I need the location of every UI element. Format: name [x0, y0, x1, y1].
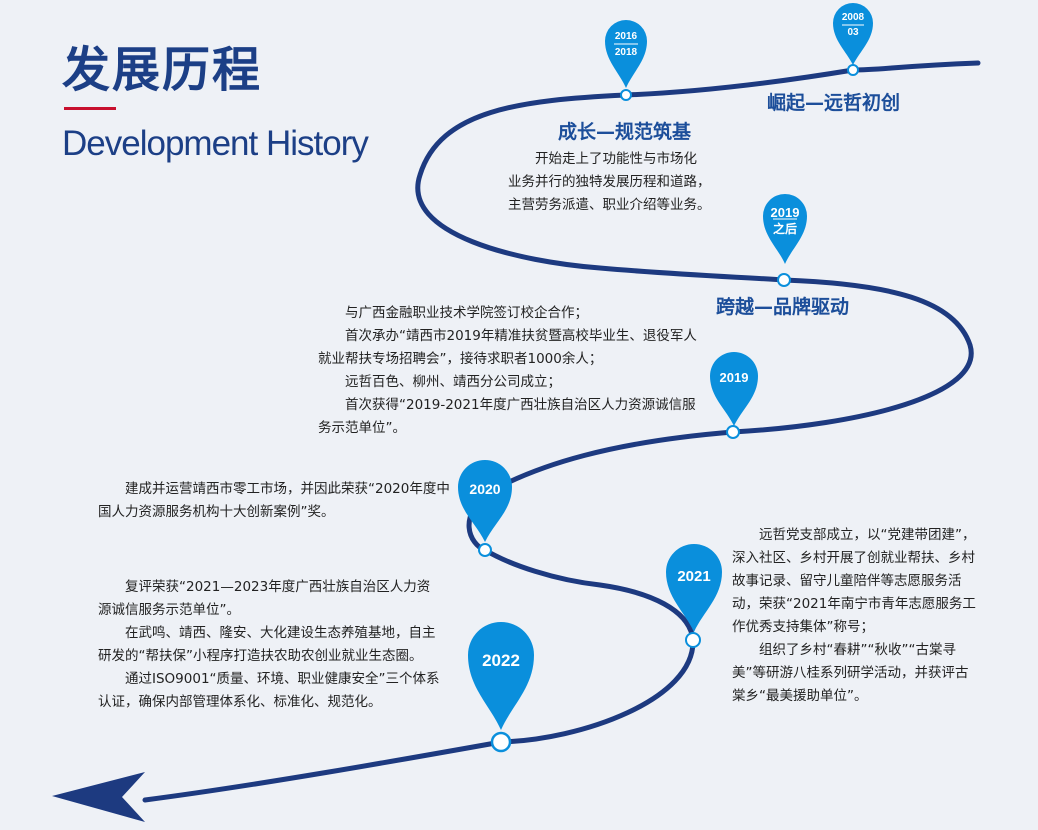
pin-label-top: 2019 [770, 205, 800, 220]
timeline-node [490, 731, 512, 753]
road-path [142, 60, 981, 803]
text-item: 与广西金融职业技术学院签订校企合作； [345, 305, 588, 321]
pin-label-bottom: 03 [847, 27, 859, 38]
year-pin-2021: 2021 [666, 544, 722, 632]
text-line: 主营劳务派遣、职业介绍等业务。 [508, 197, 711, 213]
pin-marker-icon [666, 544, 722, 632]
text-2021: 远哲党支部成立，以“党建带团建”，深入社区、乡村开展了创就业帮扶、乡村故事记录、… [732, 524, 980, 708]
text-item: 远哲党支部成立，以“党建带团建”，深入社区、乡村开展了创就业帮扶、乡村故事记录、… [732, 527, 976, 635]
pin-marker-icon [763, 194, 807, 264]
pin-label: 2019 [719, 370, 749, 385]
year-pin-2022: 2022 [468, 622, 534, 730]
text-growth: 开始走上了功能性与市场化 业务并行的独特发展历程和道路， 主营劳务派遣、职业介绍… [508, 148, 770, 217]
title-underline [64, 107, 116, 110]
text-item: 建成并运营靖西市零工市场，并因此荣获“2020年度中国人力资源服务机构十大创新案… [98, 481, 450, 520]
pin-label-top: 2016 [614, 31, 638, 42]
arrowhead [52, 772, 145, 822]
timeline-node [726, 425, 740, 439]
pin-marker-icon [710, 352, 758, 426]
heading-growth: 成长—规范筑基 [558, 121, 692, 143]
pin-label-top: 2008 [841, 12, 865, 23]
timeline-node [847, 64, 859, 76]
page-title: 发展历程 [62, 42, 263, 98]
timeline-node [685, 632, 701, 648]
text-line: 开始走上了功能性与市场化 [535, 151, 697, 167]
text-line: 业务并行的独特发展历程和道路， [508, 174, 711, 190]
pin-marker-icon [833, 3, 873, 65]
text-item: 在武鸣、靖西、隆安、大化建设生态养殖基地，自主研发的“帮扶保”小程序打造扶农助农… [98, 625, 436, 664]
text-item: 首次承办“靖西市2019年精准扶贫暨高校毕业生、退役军人就业帮扶专场招聘会”，接… [318, 328, 697, 367]
pin-marker-icon [468, 622, 534, 730]
pin-label: 2020 [469, 481, 501, 497]
year-pin-2008: 2008 03 [833, 3, 873, 65]
text-item: 远哲百色、柳州、靖西分公司成立； [345, 374, 561, 390]
year-pin-2019: 2019 [710, 352, 758, 426]
pin-label: 2021 [677, 568, 711, 585]
pin-label-bottom: 2018 [614, 47, 638, 58]
text-item: 首次获得“2019-2021年度广西壮族自治区人力资源诚信服务示范单位”。 [318, 397, 696, 436]
heading-rise: 崛起—远哲初创 [767, 92, 901, 114]
pin-label: 2022 [482, 651, 520, 670]
page-subtitle: Development History [62, 124, 369, 163]
year-pin-2019-after: 2019 之后 [763, 194, 807, 264]
pin-label-bottom: 之后 [772, 222, 797, 236]
text-2019: 与广西金融职业技术学院签订校企合作； 首次承办“靖西市2019年精准扶贫暨高校毕… [318, 302, 698, 440]
text-2020: 建成并运营靖西市零工市场，并因此荣获“2020年度中国人力资源服务机构十大创新案… [98, 478, 460, 524]
timeline-node [478, 543, 492, 557]
year-pin-2016-2018: 2016 2018 [605, 20, 647, 88]
timeline-node [777, 273, 791, 287]
timeline-node [620, 89, 632, 101]
year-pin-2020: 2020 [458, 460, 512, 542]
text-2022: 复评荣获“2021—2023年度广西壮族自治区人力资源诚信服务示范单位”。 在武… [98, 576, 440, 714]
heading-leap: 跨越—品牌驱动 [716, 296, 850, 318]
pin-marker-icon [605, 20, 647, 88]
text-item: 组织了乡村“春耕”“秋收”“古棠寻美”等研游八桂系列研学活动，并获评古棠乡“最美… [732, 642, 969, 704]
pin-marker-icon [458, 460, 512, 542]
text-item: 通过ISO9001“质量、环境、职业健康安全”三个体系认证，确保内部管理体系化、… [98, 671, 440, 710]
text-item: 复评荣获“2021—2023年度广西壮族自治区人力资源诚信服务示范单位”。 [98, 579, 431, 618]
